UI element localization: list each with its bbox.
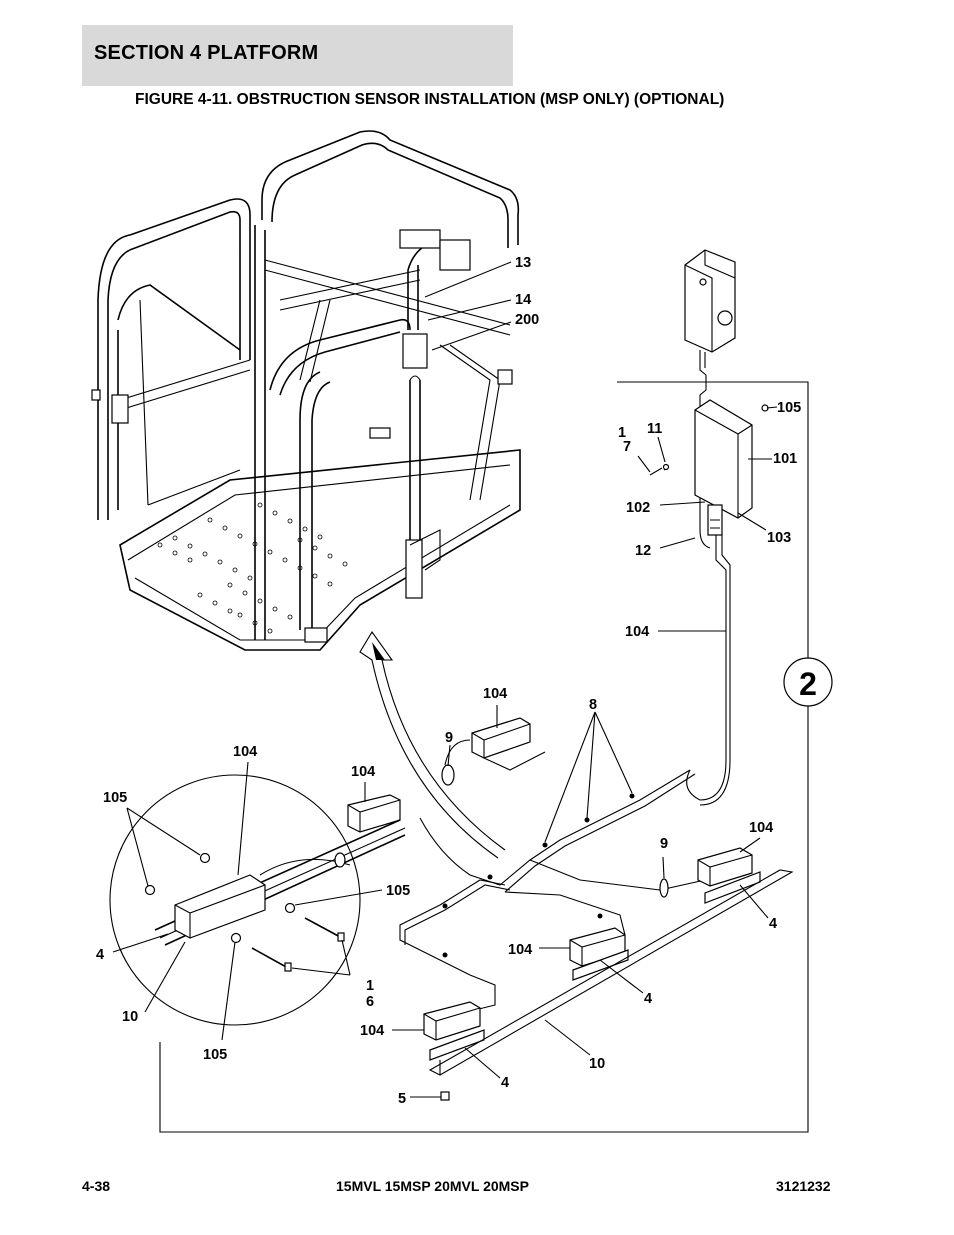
callout-103: 103 xyxy=(767,530,791,546)
callout-104-a: 104 xyxy=(483,686,507,702)
assembly-arrow xyxy=(359,630,506,859)
section-header: SECTION 4 PLATFORM xyxy=(82,25,513,86)
callout-105-top: 105 xyxy=(777,400,801,416)
callout-9-a: 9 xyxy=(445,730,453,746)
callout-7: 7 xyxy=(623,439,631,455)
callout-104-c: 104 xyxy=(749,820,773,836)
callout-105-detail-a: 105 xyxy=(103,790,127,806)
callout-13: 13 xyxy=(515,255,531,271)
platform-basket xyxy=(91,130,521,651)
callout-4-c: 4 xyxy=(501,1075,509,1091)
callout-4-a: 4 xyxy=(769,916,777,932)
callout-104-e: 104 xyxy=(360,1023,384,1039)
callout-1-top: 1 xyxy=(618,425,626,441)
callout-10: 10 xyxy=(589,1056,605,1072)
figure-title: FIGURE 4-11. OBSTRUCTION SENSOR INSTALLA… xyxy=(135,91,725,108)
sensor-module xyxy=(649,399,769,806)
callout-105-detail-c: 105 xyxy=(203,1047,227,1063)
callout-104-b: 104 xyxy=(351,764,375,780)
callout-104-d: 104 xyxy=(508,942,532,958)
footer-page-number: 4-38 xyxy=(82,1178,111,1194)
detail-callout-circle xyxy=(783,657,833,707)
callout-10-detail: 10 xyxy=(122,1009,138,1025)
magnified-detail xyxy=(109,774,406,1026)
sensors xyxy=(347,717,794,1101)
detail-callout-number: 2 xyxy=(799,666,817,702)
callout-1-detail: 1 xyxy=(366,978,374,994)
callout-5: 5 xyxy=(398,1091,406,1107)
callout-14: 14 xyxy=(515,292,531,308)
callout-105-detail-b: 105 xyxy=(386,883,410,899)
callout-104-detail: 104 xyxy=(233,744,257,760)
callout-200: 200 xyxy=(515,312,539,328)
callout-6: 6 xyxy=(366,994,374,1010)
detail-frame: 2 xyxy=(159,381,833,1133)
callout-4-b: 4 xyxy=(644,991,652,1007)
callout-4-detail: 4 xyxy=(96,947,104,963)
callout-12: 12 xyxy=(635,543,651,559)
leader-lines xyxy=(112,261,778,1098)
callout-101: 101 xyxy=(773,451,797,467)
callout-102: 102 xyxy=(626,500,650,516)
callout-9-b: 9 xyxy=(660,836,668,852)
floor-grating xyxy=(157,502,348,634)
callout-104-cable: 104 xyxy=(625,624,649,640)
callout-8: 8 xyxy=(589,697,597,713)
sensor-harness xyxy=(399,739,706,1011)
callout-labels: 13 14 200 105 101 1 7 11 102 103 12 104 … xyxy=(96,255,801,1107)
section-title: SECTION 4 PLATFORM xyxy=(94,42,319,64)
footer-models: 15MVL 15MSP 20MVL 20MSP xyxy=(336,1178,529,1194)
callout-11: 11 xyxy=(647,421,662,437)
footer-doc-number: 3121232 xyxy=(776,1178,831,1194)
